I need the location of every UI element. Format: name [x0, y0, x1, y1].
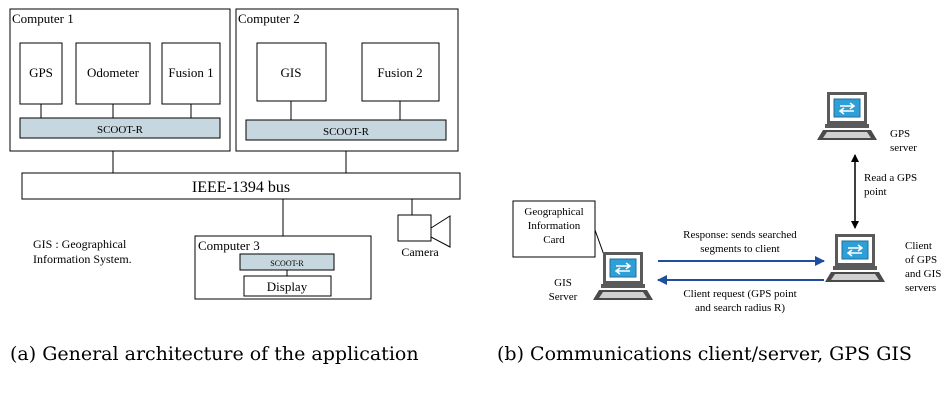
- read-label-line2: point: [864, 186, 887, 198]
- odometer-module: [75, 42, 151, 105]
- camera-label: Camera: [401, 245, 439, 259]
- gis-server-label-line2: Server: [549, 291, 578, 303]
- scoot-r-label-2: SCOOT-R: [323, 126, 370, 138]
- diagram-b: GPS server Read a GPS point Client of GP…: [512, 91, 941, 314]
- gps-server-label-line2: server: [890, 142, 917, 154]
- client-label-line3: and GIS: [905, 268, 941, 280]
- gps-server-computer-icon: [816, 91, 878, 141]
- response-label-line2: segments to client: [700, 243, 779, 255]
- fusion1-module-label: Fusion 1: [168, 65, 213, 80]
- client-label-line4: servers: [905, 282, 936, 294]
- gis-server-label-line1: GIS: [554, 277, 572, 289]
- gis-server-computer-icon: [592, 251, 654, 301]
- read-label-line1: Read a GPS: [864, 172, 917, 184]
- odometer-module-label: Odometer: [87, 65, 140, 80]
- scoot-r-label-1: SCOOT-R: [97, 124, 144, 136]
- ieee-1394-bus: [21, 172, 461, 200]
- gps-server-label-line1: GPS: [890, 128, 910, 140]
- computer3-title: Computer 3: [198, 238, 260, 253]
- fusion1-module: [161, 42, 221, 105]
- display-label: Display: [267, 279, 308, 294]
- gis-card-line2: Information: [528, 220, 581, 232]
- gis-module-label: GIS: [281, 65, 302, 80]
- gps-module-label: GPS: [29, 65, 53, 80]
- response-label-line1: Response: sends searched: [683, 229, 797, 241]
- request-label-line2: and search radius R): [695, 302, 785, 314]
- camera-icon: [397, 214, 451, 248]
- gis-card-box: [512, 200, 596, 258]
- computer2-title: Computer 2: [238, 11, 300, 26]
- gis-card-pointer: [594, 229, 605, 256]
- fusion2-module-label: Fusion 2: [377, 65, 422, 80]
- scoot-r-bar-1: [19, 117, 221, 139]
- scoot-r-label-3: SCOOT-R: [270, 259, 304, 268]
- fusion2-module: [361, 42, 440, 102]
- display-module: [243, 275, 332, 297]
- gis-note-line2: Information System.: [33, 252, 132, 266]
- diagram-a: Computer 1 GPS Odometer Fusion 1 SCOOT-R…: [9, 8, 461, 300]
- gis-card-line1: Geographical: [524, 206, 583, 218]
- gis-module: [256, 42, 327, 102]
- client-label-line2: of GPS: [905, 254, 937, 266]
- gis-card-line3: Card: [543, 234, 565, 246]
- gps-module: [19, 42, 63, 105]
- caption-a: (a) General architecture of the applicat…: [10, 343, 419, 365]
- bus-label: IEEE-1394 bus: [192, 179, 290, 196]
- scoot-r-bar-2: [245, 119, 447, 141]
- request-label-line1: Client request (GPS point: [683, 288, 796, 300]
- client-computer-icon: [824, 233, 886, 283]
- client-label-line1: Client: [905, 240, 932, 252]
- caption-b: (b) Communications client/server, GPS GI…: [497, 343, 912, 365]
- computer1-title: Computer 1: [12, 11, 74, 26]
- gis-note-line1: GIS : Geographical: [33, 237, 127, 251]
